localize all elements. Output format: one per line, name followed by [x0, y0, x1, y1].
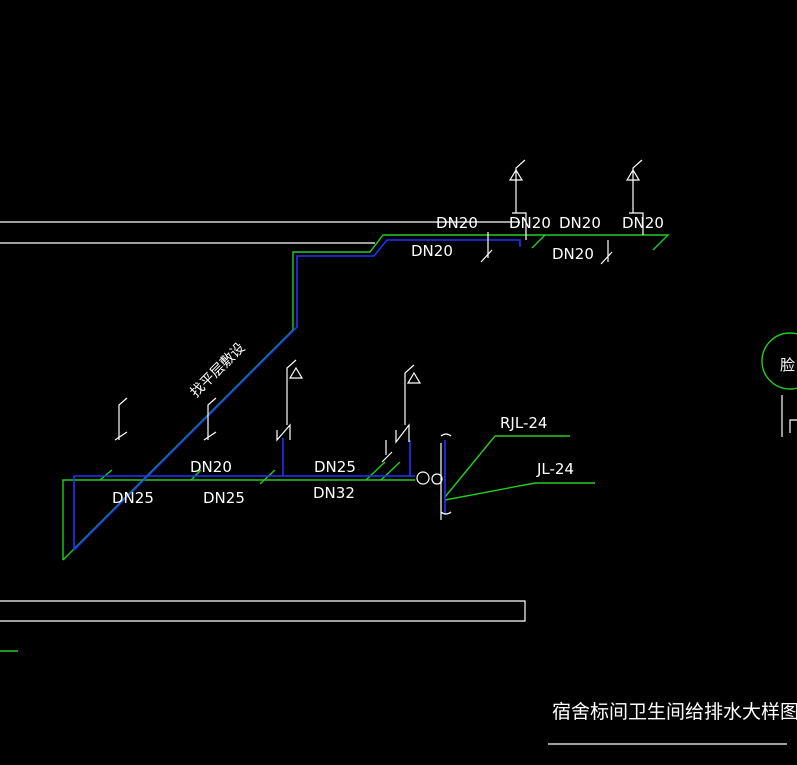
- shower-lower-2: [395, 364, 422, 444]
- shower-head-icon: [625, 159, 643, 213]
- faucet-3: [381, 440, 393, 463]
- pipe-label: DN25: [203, 489, 245, 507]
- riser-caps: [440, 433, 452, 520]
- riser-label-hot: RJL-24: [500, 414, 547, 432]
- cold-branch-1: [99, 469, 113, 481]
- pipe-label: DN25: [112, 489, 154, 507]
- cold-branch-2: [190, 469, 202, 481]
- pipe-label: DN25: [314, 458, 356, 476]
- cold-water-pipes: [0, 234, 797, 652]
- pipe-label: DN20: [622, 214, 664, 232]
- meter-icon: [431, 473, 443, 485]
- main-cold-line: [62, 234, 670, 561]
- drawing-title: 宿舍标间卫生间给排水大样图: [552, 701, 797, 723]
- pipe-label: DN20: [411, 242, 453, 260]
- cold-branch-4: [365, 461, 386, 481]
- shower-head-icon: [508, 159, 526, 213]
- hot-water-pipes: [73, 239, 521, 551]
- riser-label-cold: JL-24: [536, 460, 574, 478]
- shower-upper-2: [625, 159, 644, 235]
- shower-head-icon: [404, 364, 422, 425]
- faucet-upper-2: [600, 240, 613, 265]
- fixtures: [114, 159, 797, 520]
- pipe-label: DN20: [436, 214, 478, 232]
- walls: [0, 221, 787, 745]
- faucet-1: [114, 397, 128, 441]
- faucet-2: [203, 397, 217, 441]
- pipe-label: DN32: [313, 484, 355, 502]
- riser-leader-cold: [444, 482, 536, 501]
- wash-basin-symbol-text: 脸: [780, 356, 795, 374]
- pipe-labels: DN20 DN20 DN20 DN20 DN20 DN20 DN20 DN25 …: [112, 214, 797, 723]
- cold-branch-6: [531, 234, 546, 249]
- pipe-label: DN20: [559, 214, 601, 232]
- shower-head-icon: [286, 359, 304, 425]
- valve-icon: [416, 471, 430, 485]
- cold-branch-5: [380, 461, 401, 481]
- cold-branch-3: [259, 469, 276, 485]
- faucet-upper-1: [480, 232, 493, 263]
- valve-meter: [416, 471, 443, 485]
- main-hot-line: [73, 239, 521, 551]
- shower-upper-1: [508, 159, 527, 240]
- pipe-label: DN20: [190, 458, 232, 476]
- shower-lower-1: [276, 359, 304, 442]
- wash-basin-symbol-ring: [761, 332, 797, 390]
- pipe-label: DN20: [552, 245, 594, 263]
- lower-wall-outline: [0, 600, 526, 622]
- pipe-label: DN20: [509, 214, 551, 232]
- wash-basin-drain: [781, 395, 797, 437]
- slope-note: 找平层敷设: [188, 340, 249, 401]
- riser-leader-hot: [444, 435, 496, 498]
